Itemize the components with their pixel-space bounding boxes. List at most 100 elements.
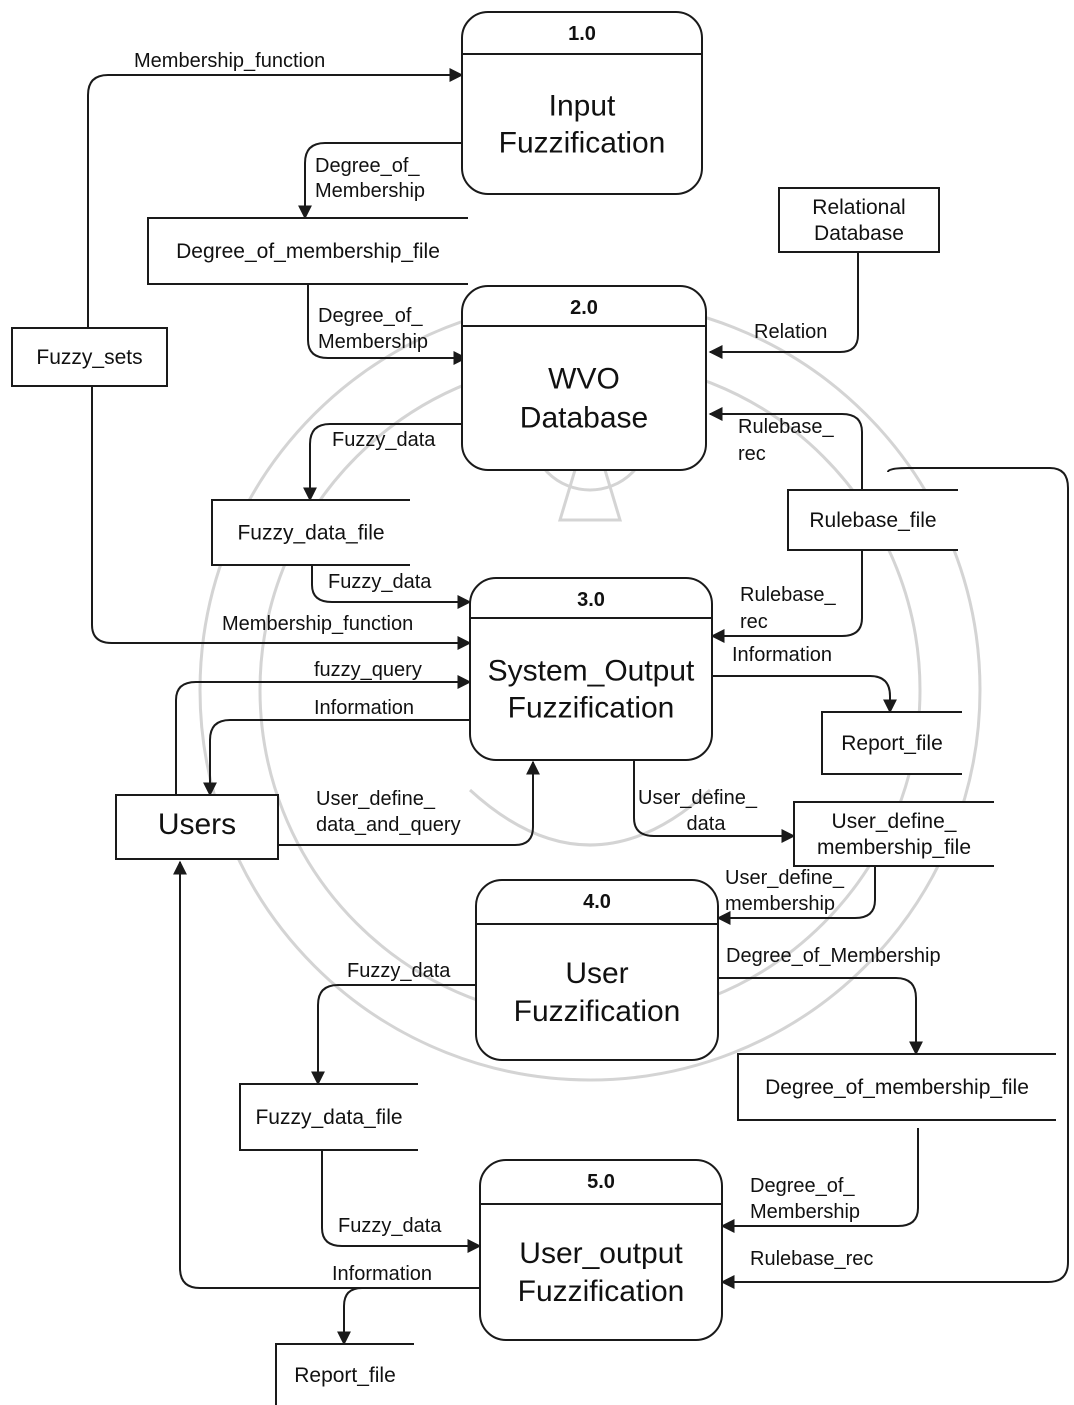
flow-label: Fuzzy_data	[338, 1215, 442, 1237]
process-box	[461, 285, 707, 471]
flow-labels: Membership_functionDegree_of_MembershipD…	[134, 50, 941, 1285]
data-store: Fuzzy_data_file	[239, 1083, 418, 1151]
external-name-line: Relational	[812, 196, 905, 219]
external-entity: Users	[115, 794, 279, 860]
store-name-line: Rulebase_file	[809, 509, 936, 532]
flow-label: Membership	[318, 331, 428, 353]
store-name-line: Report_file	[294, 1364, 396, 1387]
external-name-line: Fuzzy_sets	[36, 346, 142, 369]
process-box	[469, 577, 713, 761]
flow-reldb-to-p2	[708, 252, 859, 359]
flow-label: fuzzy_query	[314, 659, 422, 681]
process-number: 3.0	[577, 589, 605, 611]
flow-label: data_and_query	[316, 814, 461, 836]
flow-label: Fuzzy_data	[332, 429, 436, 451]
process-name-line: User	[565, 957, 628, 990]
flow-users-to-p3-query	[175, 675, 472, 795]
process-number: 1.0	[568, 23, 596, 45]
flow-rulebase-to-p2	[708, 407, 863, 490]
flow-p4-to-degree-file2	[718, 977, 923, 1056]
flow-label: Relation	[754, 321, 827, 343]
process-name-line: Fuzzification	[499, 127, 666, 160]
store-name-line: membership_file	[817, 836, 971, 859]
flow-label: rec	[738, 443, 766, 465]
flow-p1-to-degree-file	[298, 142, 462, 220]
data-store: Degree_of_membership_file	[737, 1053, 1056, 1121]
data-store: Degree_of_membership_file	[147, 217, 468, 285]
data-store: Rulebase_file	[787, 489, 958, 551]
external-entity: Fuzzy_sets	[11, 327, 168, 387]
flow-label: Membership_function	[222, 613, 413, 635]
process-name-line: WVO	[548, 363, 620, 396]
flows	[87, 68, 1069, 1346]
flow-label: Degree_of_	[318, 305, 423, 327]
process-box	[461, 11, 703, 195]
store-name-line: Degree_of_membership_file	[176, 240, 440, 263]
process-name-line: Input	[549, 90, 616, 123]
external-box	[115, 794, 279, 860]
flow-label: User_define_	[638, 787, 758, 809]
external-box	[11, 327, 168, 387]
store-outline	[821, 711, 962, 775]
process-name-line: User_output	[519, 1237, 683, 1270]
flow-label: Membership_function	[134, 50, 325, 72]
flow-rulebase-to-p3	[710, 550, 863, 643]
store-name-line: User_define_	[832, 810, 957, 833]
flow-p5-to-report2	[337, 1287, 482, 1346]
flow-p3-to-report	[712, 675, 897, 714]
processes: 1.0InputFuzzification2.0WVODatabase3.0Sy…	[461, 11, 723, 1341]
flow-degree-file-to-p2	[307, 284, 468, 365]
store-outline	[793, 801, 994, 867]
flow-p2-to-fuzzy-file	[303, 423, 462, 502]
flow-label: Membership	[315, 180, 425, 202]
process-name-line: Fuzzification	[518, 1275, 685, 1308]
flow-label: Rulebase_rec	[750, 1248, 873, 1270]
flow-label: rec	[740, 611, 768, 633]
flow-label: Information	[732, 644, 832, 666]
flow-fuzzy-sets-to-p1	[87, 68, 464, 330]
flow-label: Degree_of_	[750, 1175, 855, 1197]
process-name-line: System_Output	[488, 655, 695, 688]
flow-label: Fuzzy_data	[347, 960, 451, 982]
external-name-line: Users	[158, 808, 236, 841]
flow-fuzzy-file-to-p3	[311, 565, 472, 609]
flow-rulebase-to-p5	[720, 467, 1069, 1289]
flow-users-to-p3-define	[278, 760, 540, 846]
flow-p3-to-udm-file	[633, 760, 796, 843]
data-store: Fuzzy_data_file	[211, 499, 410, 566]
data-stores: Degree_of_membership_fileFuzzy_data_file…	[147, 217, 1056, 1405]
flow-fuzzy-file2-to-p5	[321, 1150, 482, 1253]
store-name-line: Degree_of_membership_file	[765, 1076, 1029, 1099]
flow-label: Information	[332, 1263, 432, 1285]
flow-label: User_define_	[316, 788, 436, 810]
process-number: 2.0	[570, 297, 598, 319]
store-name-line: Fuzzy_data_file	[237, 522, 384, 545]
flow-fuzzy-sets-to-p3	[91, 387, 472, 650]
flow-label: Membership	[750, 1201, 860, 1223]
store-outline	[211, 499, 410, 566]
process-name-line: Fuzzification	[508, 692, 675, 725]
store-outline	[737, 1053, 1056, 1121]
flow-p4-to-fuzzy-file2	[311, 984, 478, 1086]
flow-degree-file2-to-p5	[720, 1128, 919, 1233]
store-name-line: Report_file	[841, 732, 943, 755]
store-outline	[147, 217, 468, 285]
flow-label: Fuzzy_data	[328, 571, 432, 593]
store-name-line: Fuzzy_data_file	[255, 1106, 402, 1129]
flow-label: data	[687, 813, 727, 835]
flow-label: Rulebase_	[740, 584, 837, 606]
store-outline	[787, 489, 958, 551]
flow-p3-to-users	[203, 719, 470, 797]
flow-label: Degree_of_Membership	[726, 945, 941, 967]
process-name-line: Fuzzification	[514, 995, 681, 1028]
store-outline	[239, 1083, 418, 1151]
process-number: 5.0	[587, 1171, 615, 1193]
